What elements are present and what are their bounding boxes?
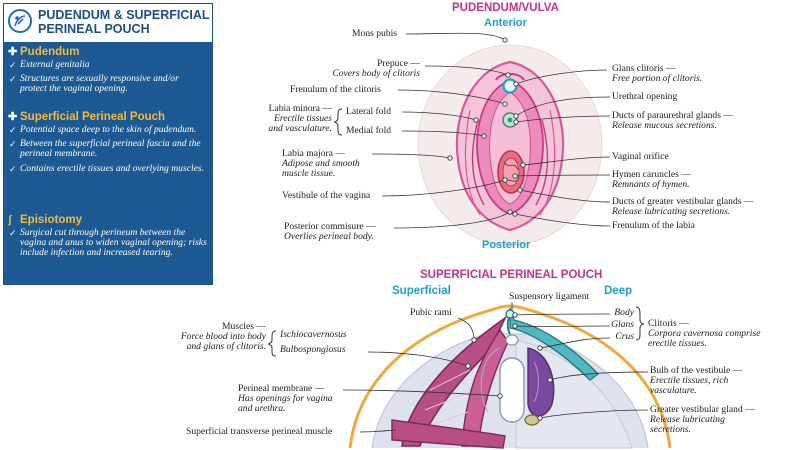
label-glans-clitoris: Glans clitoris — — [612, 63, 676, 74]
label-greater-vestibular-ducts: Ducts of greater vestibular glands — — [612, 196, 754, 207]
label-posterior-commisure: Posterior commisure — — [284, 221, 376, 232]
label-ischiocavernosus: Ischiocavernosus — [280, 329, 347, 340]
label-hymen-desc: Remnants of hymen. — [612, 179, 690, 190]
label-superficial-transverse: Superficial transverse perineal muscle — [186, 426, 333, 437]
label-greater-vestibular-ducts-desc: Release lubricating secretions. — [612, 206, 731, 217]
label-clitoris: Clitoris — — [648, 318, 689, 329]
leader-dots — [447, 37, 553, 421]
section-pouch: ✚Superficial Perineal Pouch Potential sp… — [8, 110, 208, 178]
vulva-title: PUDENDUM/VULVA — [452, 2, 559, 14]
summary-body: ✚Pudendum External genitalia Structures … — [4, 42, 212, 284]
plus-icon: ✚ — [8, 111, 18, 123]
label-labia-minora-desc2: and vasculature. — [268, 123, 332, 134]
summary-header: PUDENDUM & SUPERFICIAL PERINEAL POUCH — [4, 4, 212, 42]
label-frenulum-labia: Frenulum of the labia — [612, 220, 695, 231]
label-paraurethral: Ducts of paraurethral glands — — [612, 110, 733, 121]
label-perineal-membrane-desc2: and urethra. — [238, 403, 286, 414]
bullet: Surgical cut through perineum between th… — [8, 227, 208, 259]
anterior-label: Anterior — [484, 17, 527, 29]
section-heading: Pudendum — [20, 46, 80, 58]
label-mons-pubis: Mons pubis — [352, 28, 398, 39]
label-bulb-vestibule-desc1: Erectile tissues, rich — [650, 375, 729, 386]
label-glans-clitoris-desc: Free portion of clitoris. — [612, 73, 703, 84]
section-pudendum: ✚Pudendum External genitalia Structures … — [8, 45, 208, 99]
plus-icon: ✚ — [8, 46, 18, 58]
label-glans: Glans — [611, 319, 634, 330]
label-prepuce-desc: Covers body of clitoris — [332, 68, 420, 79]
superficial-label: Superficial — [392, 285, 451, 297]
pouch-title: SUPERFICIAL PERINEAL POUCH — [420, 269, 603, 281]
bullet: Potential space deep to the skin of pude… — [8, 124, 208, 135]
label-muscles: Muscles — — [222, 321, 266, 332]
label-muscles-desc2: and glans of clitoris. — [186, 341, 266, 352]
label-hymen: Hymen caruncles — — [612, 169, 691, 180]
summary-title: PUDENDUM & SUPERFICIAL PERINEAL POUCH — [38, 8, 210, 36]
label-greater-vestibular-gland-desc1: Release lubricating — [650, 414, 725, 425]
label-labia-minora: Labia minora — — [268, 103, 332, 114]
label-frenulum-clitoris: Frenulum of the clitoris — [290, 84, 381, 95]
label-labia-majora-desc2: muscle tissue. — [282, 168, 336, 179]
label-bulb-vestibule-desc2: vasculature. — [650, 385, 697, 396]
scalpel-icon: ʃ — [8, 214, 12, 226]
label-perineal-membrane: Perineal membrane — — [238, 383, 325, 394]
label-greater-vestibular-gland-desc2: secretions. — [650, 424, 691, 435]
label-bulbospongiosus: Bulbospongiosus — [280, 344, 346, 355]
label-muscles-desc1: Force blood into body — [180, 331, 266, 342]
label-perineal-membrane-desc1: Has openings for vagina — [238, 393, 333, 404]
deep-label: Deep — [604, 285, 633, 297]
posterior-label: Posterior — [482, 239, 531, 251]
label-body: Body — [614, 307, 634, 318]
label-labia-majora: Labia majora — — [282, 148, 345, 159]
label-vestibule: Vestibule of the vagina — [282, 190, 371, 201]
label-labia-minora-desc1: Erectile tissues — [274, 113, 332, 124]
label-medial-fold: Medial fold — [346, 125, 392, 136]
bullet: Structures are sexually responsive and/o… — [8, 73, 208, 94]
braces — [267, 108, 645, 357]
label-urethral-opening: Urethral opening — [612, 91, 678, 102]
label-suspensory-ligament: Suspensory ligament — [509, 291, 590, 302]
label-posterior-commisure-desc: Overlies perineal body. — [284, 231, 374, 242]
label-paraurethral-desc: Release mucous secretions. — [612, 120, 717, 131]
section-episiotomy: ʃ Episiotomy Surgical cut through perineu… — [8, 213, 208, 263]
label-pubic-rami: Pubic rami — [410, 307, 452, 318]
bullet: Contains erectile tissues and overlying … — [8, 163, 208, 174]
label-labia-majora-desc1: Adipose and smooth — [282, 158, 360, 169]
bullet: Between the superficial perineal fascia … — [8, 138, 208, 159]
label-lateral-fold: Lateral fold — [346, 106, 392, 117]
label-bulb-vestibule: Bulb of the vestibule — — [650, 365, 743, 376]
section-heading: Episiotomy — [20, 214, 82, 226]
logo-icon — [8, 9, 32, 33]
bullet: External genitalia — [8, 59, 208, 70]
leader-lines — [342, 32, 649, 433]
label-vaginal-orifice: Vaginal orifice — [612, 151, 669, 162]
section-heading: Superficial Perineal Pouch — [20, 111, 166, 123]
label-clitoris-desc1: Corpora cavernosa comprise — [648, 328, 761, 339]
label-clitoris-desc2: erectile tissues. — [648, 338, 707, 349]
label-greater-vestibular-gland: Greater vestibular gland — — [650, 404, 755, 415]
summary-panel: PUDENDUM & SUPERFICIAL PERINEAL POUCH ✚P… — [3, 3, 213, 285]
label-prepuce: Prepuce — — [377, 58, 420, 69]
label-crus: Crus — [615, 331, 634, 342]
